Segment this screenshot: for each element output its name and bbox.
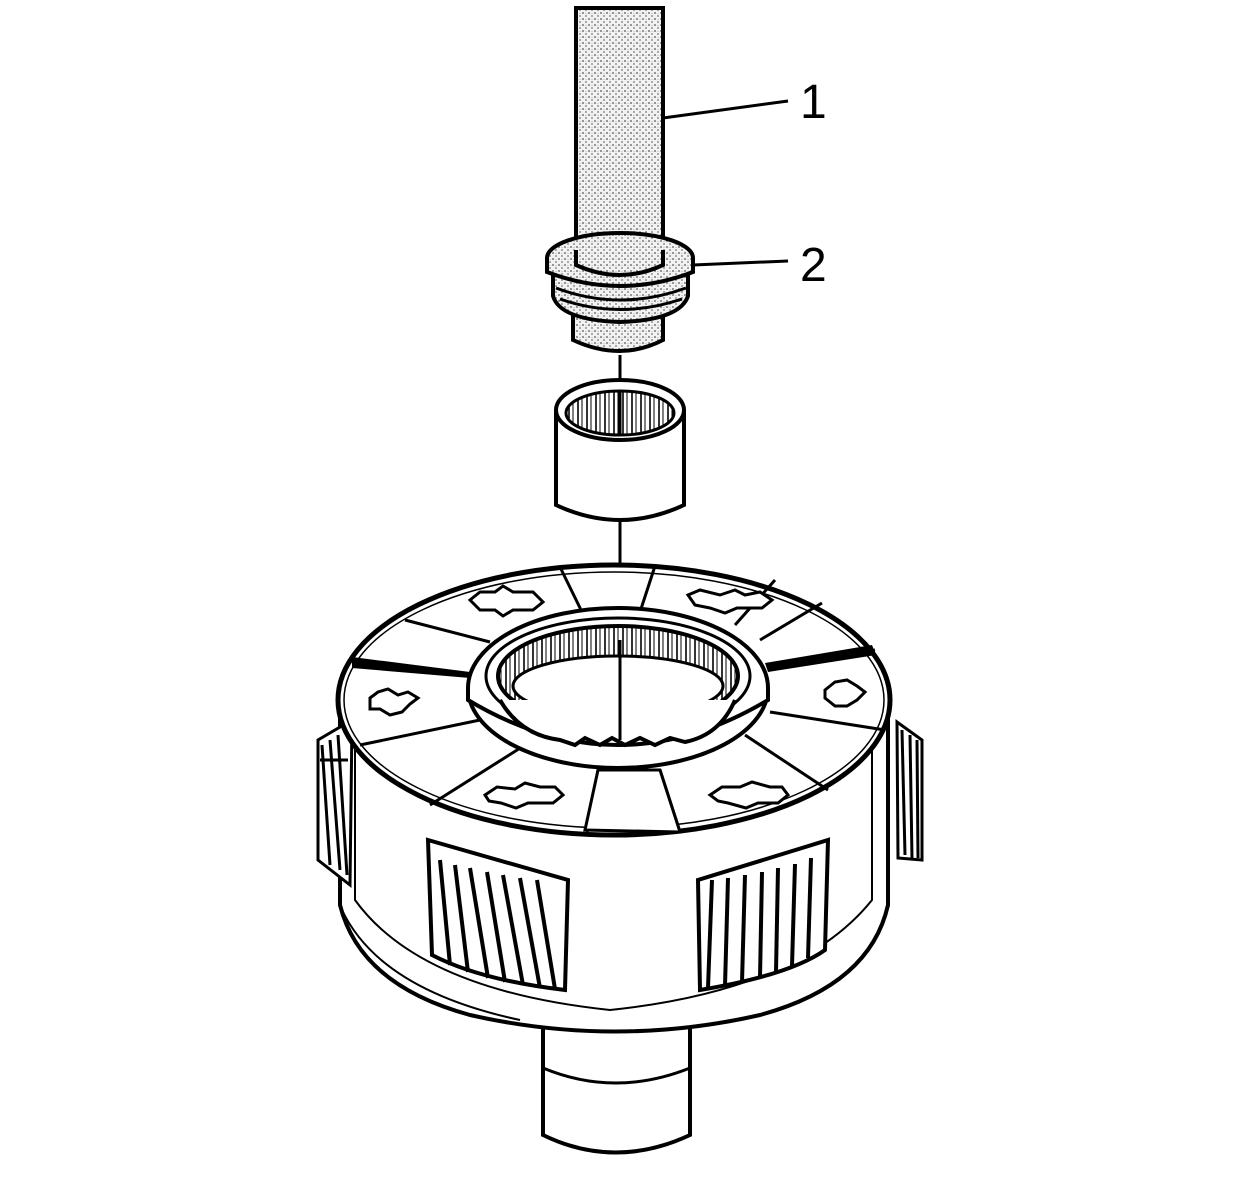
planetary-carrier [316,562,924,1155]
bearing-installer [545,231,695,353]
callout-1: 1 [662,76,827,129]
callout-1-label: 1 [800,76,827,129]
callout-2-label: 2 [800,239,827,292]
needle-bearing [554,378,686,522]
callout-2: 2 [692,239,827,292]
